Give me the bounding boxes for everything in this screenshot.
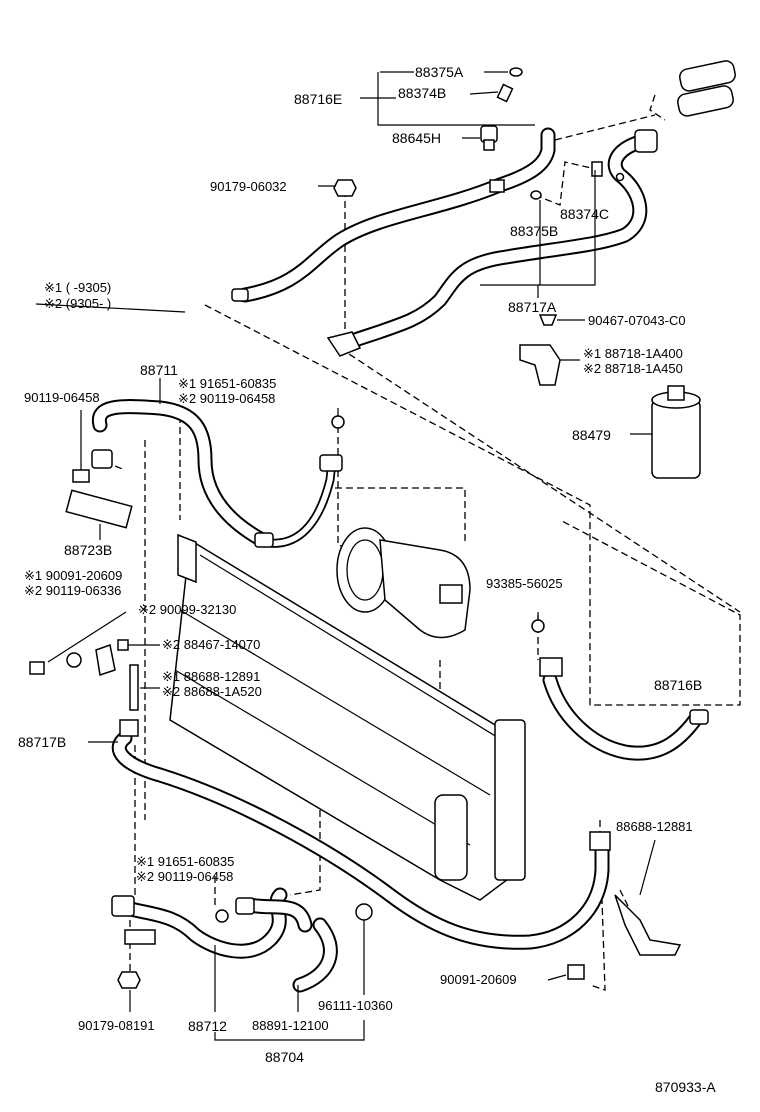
label-88716E: 88716E xyxy=(294,91,342,107)
receiver-drier-icon xyxy=(651,385,701,479)
bolt-icon xyxy=(129,664,139,711)
receiver-tank-icon xyxy=(434,719,526,881)
charge-valve-icon xyxy=(677,60,736,117)
hose-fitting-icon xyxy=(91,449,113,469)
label-90119-06458-lower: ※2 90119-06458 xyxy=(136,869,233,884)
label-90467-07043-C0: 90467-07043-C0 xyxy=(588,313,686,328)
label-88375B: 88375B xyxy=(510,223,558,239)
o-ring-icon xyxy=(509,67,523,77)
part-labels: 88375A 88716E 88374B 88645H 90179-06032 … xyxy=(18,64,716,1095)
valve-core-icon xyxy=(496,83,514,103)
hose-fitting-icon xyxy=(254,532,274,548)
pipe-flange-icon xyxy=(111,895,135,917)
pipe-end-fitting-icon xyxy=(231,288,249,302)
label-90091-20609: 90091-20609 xyxy=(440,972,517,987)
label-88688-1A520: ※2 88688-1A520 xyxy=(162,684,262,699)
label-90179-08191: 90179-08191 xyxy=(78,1018,155,1033)
nut-icon xyxy=(117,971,141,989)
hose-fitting-icon xyxy=(235,897,255,915)
components xyxy=(29,60,736,989)
label-88374C: 88374C xyxy=(560,206,609,222)
bolt-icon xyxy=(567,964,585,980)
small-cap-icon xyxy=(615,172,625,182)
label-91651-60835-lower: ※1 91651-60835 xyxy=(136,854,234,869)
pipes xyxy=(91,127,703,993)
drawing-number: 870933-A xyxy=(655,1079,716,1095)
label-88717B: 88717B xyxy=(18,734,66,750)
label-88891-12100: 88891-12100 xyxy=(252,1018,329,1033)
bracket-icon xyxy=(519,344,561,386)
pipe-flange-icon xyxy=(539,657,563,677)
clip-icon xyxy=(117,639,129,651)
label-90119-06336: ※2 90119-06336 xyxy=(24,583,121,598)
pipe-joint-icon xyxy=(634,129,658,153)
washer-icon xyxy=(66,652,82,668)
hose-clamp-icon xyxy=(355,903,373,921)
label-93385-56025: 93385-56025 xyxy=(486,576,563,591)
label-96111-10360: 96111-10360 xyxy=(318,998,393,1013)
pipe-flange-icon xyxy=(124,929,156,945)
label-88718-1A450: ※2 88718-1A450 xyxy=(583,361,683,376)
nut-icon xyxy=(333,179,357,197)
bolt-icon xyxy=(72,410,90,483)
label-88479: 88479 xyxy=(572,427,611,443)
label-90119-06458-alt: ※2 90119-06458 xyxy=(178,391,275,406)
hose-fitting-icon xyxy=(319,454,343,472)
label-90119-06458: 90119-06458 xyxy=(24,390,100,405)
bolt-icon xyxy=(29,661,45,675)
gasket-icon xyxy=(65,489,133,529)
label-88688-12881: 88688-12881 xyxy=(616,819,693,834)
o-ring-icon xyxy=(215,909,229,923)
label-88645H: 88645H xyxy=(392,130,441,146)
label-88712: 88712 xyxy=(188,1018,227,1034)
o-ring-icon xyxy=(531,619,545,633)
condenser-icon xyxy=(169,538,521,901)
bracket-icon xyxy=(614,894,682,956)
clip-icon xyxy=(538,314,558,326)
label-88716B: 88716B xyxy=(654,677,702,693)
label-91651-60835: ※1 91651-60835 xyxy=(178,376,276,391)
pipe-flange-icon xyxy=(589,831,611,851)
o-ring-icon xyxy=(331,415,345,429)
label-88718-1A400: ※1 88718-1A400 xyxy=(583,346,683,361)
label-90179-06032: 90179-06032 xyxy=(210,179,287,194)
label-88374B: 88374B xyxy=(398,85,446,101)
pipe-end-fitting-icon xyxy=(689,709,709,725)
compressor-icon xyxy=(336,527,471,639)
bracket-icon xyxy=(95,644,116,676)
label-88711: 88711 xyxy=(140,362,178,378)
label-88717A: 88717A xyxy=(508,299,557,315)
label-88704: 88704 xyxy=(265,1049,304,1065)
legend-line-1: ※1 ( -9305) xyxy=(44,280,111,295)
label-88723B: 88723B xyxy=(64,542,112,558)
pipe-flange-icon xyxy=(119,719,139,737)
o-ring-icon xyxy=(530,190,542,200)
label-88688-12891: ※1 88688-12891 xyxy=(162,669,260,684)
service-valve-icon xyxy=(591,161,603,177)
pipe-fitting-icon xyxy=(489,179,505,193)
label-88467-14070: ※2 88467-14070 xyxy=(162,637,260,652)
pressure-switch-icon xyxy=(480,125,498,151)
label-88375A: 88375A xyxy=(415,64,464,80)
label-90099-32130: ※2 90099-32130 xyxy=(138,602,236,617)
pipe-flange-icon xyxy=(326,331,362,357)
label-90091-20609-s1: ※1 90091-20609 xyxy=(24,568,122,583)
legend-line-2: ※2 (9305- ) xyxy=(44,296,111,311)
bracket-icon xyxy=(177,533,197,584)
leader-lines xyxy=(35,71,656,1041)
